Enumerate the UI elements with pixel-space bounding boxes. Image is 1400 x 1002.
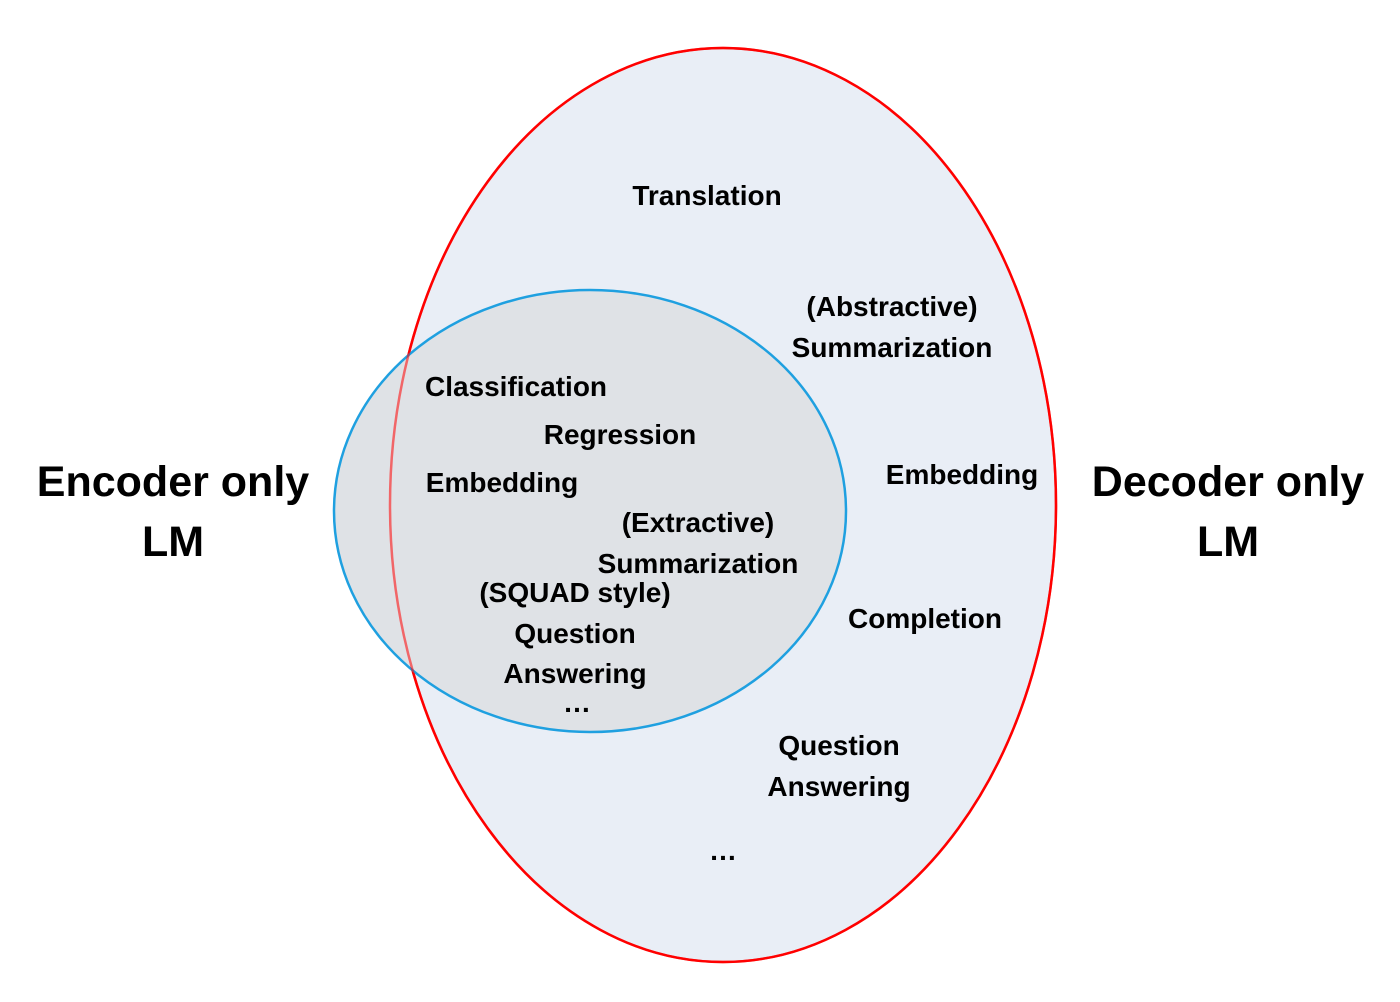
task-regression: Regression <box>544 419 697 450</box>
decoder-only-label-lm: LM <box>1197 518 1259 566</box>
task-decoder-ellipsis: … <box>709 835 737 866</box>
task-extractive-label: (Extractive) <box>622 507 775 538</box>
task-abstractive-label: (Abstractive) <box>806 291 977 322</box>
task-squad-label: (SQUAD style) <box>479 577 670 608</box>
task-decoder-question: Question <box>778 730 899 761</box>
decoder-only-set-outline <box>388 46 1058 964</box>
task-encoder-ellipsis: … <box>563 687 591 718</box>
task-abstractive-summarization: Summarization <box>792 332 993 363</box>
task-squad-question: Question <box>514 618 635 649</box>
task-translation: Translation <box>632 180 781 211</box>
task-extractive-summarization: Summarization <box>598 548 799 579</box>
task-encoder-embedding: Embedding <box>426 467 578 498</box>
task-completion: Completion <box>848 603 1002 634</box>
encoder-only-label: Encoder only <box>37 458 309 506</box>
task-decoder-embedding: Embedding <box>886 459 1038 490</box>
task-decoder-answering: Answering <box>767 771 910 802</box>
task-classification: Classification <box>425 371 607 402</box>
task-squad-answering: Answering <box>503 658 646 689</box>
encoder-only-set-ellipse <box>332 288 848 734</box>
encoder-only-label-lm: LM <box>142 518 204 566</box>
decoder-only-label: Decoder only <box>1092 458 1364 506</box>
